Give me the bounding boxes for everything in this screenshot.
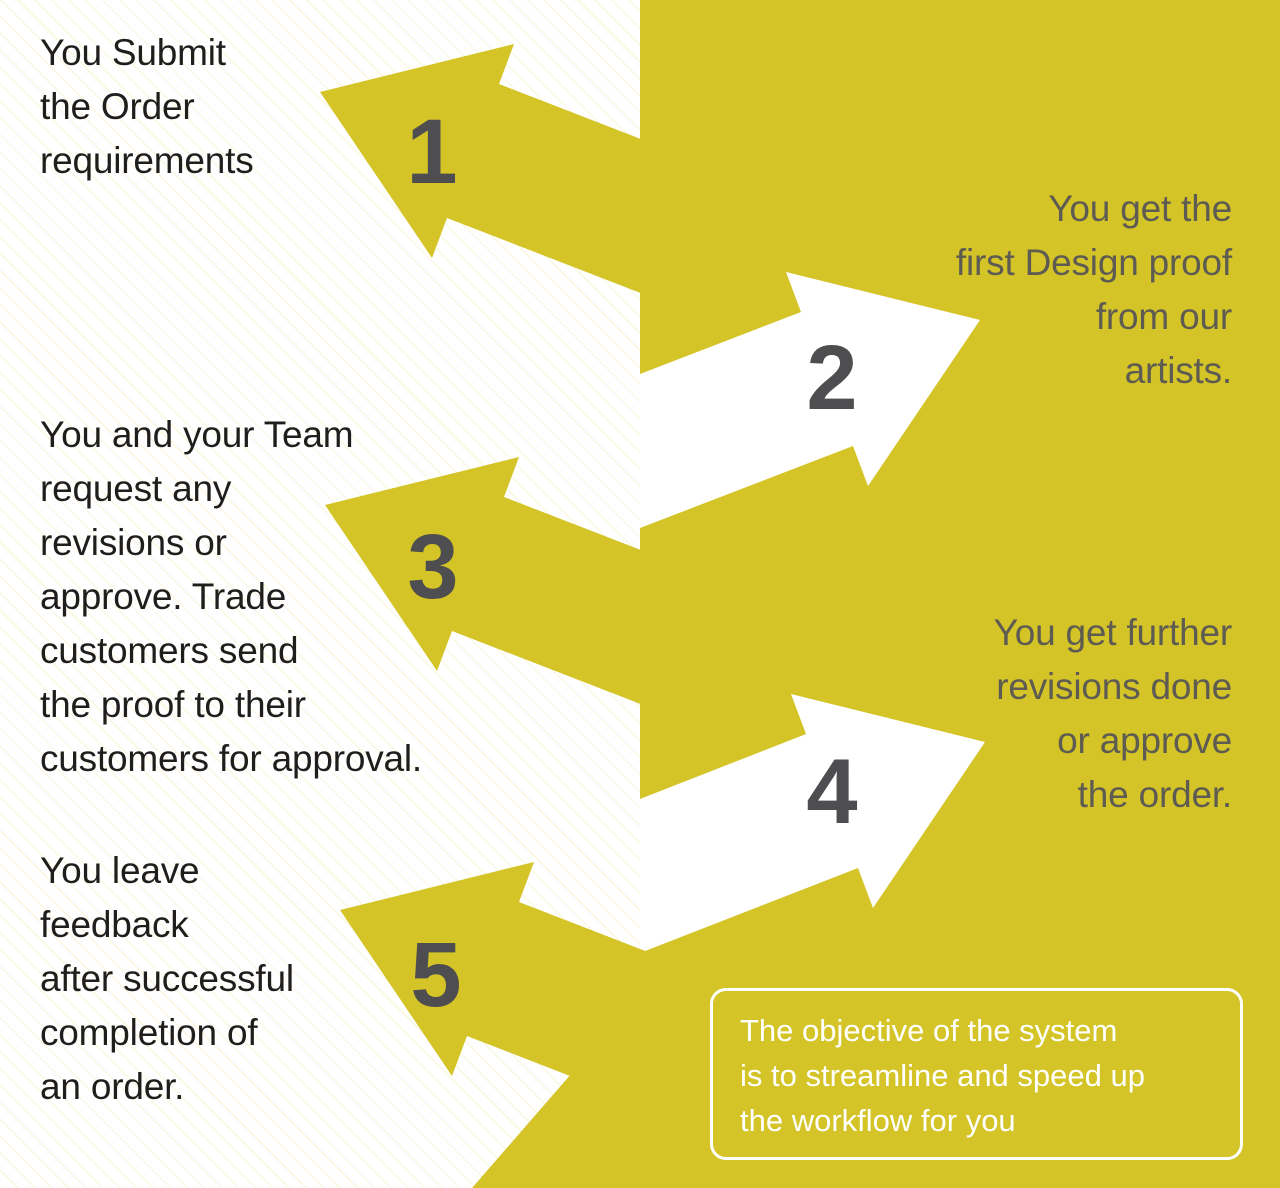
step-3-text-line: customers for approval. [40,738,423,779]
step-3-text-line: You and your Team [40,414,354,455]
step-3-text-line: customers send [40,630,299,671]
step-2-text-line: first Design proof [955,242,1232,283]
step-4-text: You get further revisions done or approv… [993,606,1233,822]
step-4-text-line: the order. [1077,774,1233,815]
step-1-arrow [320,44,713,301]
step-4-text-line: You get further [993,612,1233,653]
step-2-text: You get the first Design proof from our … [956,182,1232,398]
step-1-text-line: requirements [40,140,254,181]
step-5-text-line: feedback [40,904,189,945]
step-1-number: 1 [406,101,458,203]
step-5-text: You leave feedback after successful comp… [40,844,294,1114]
step-3-text-line: request any [40,468,232,509]
step-5-text-line: after successful [40,958,294,999]
step-3-text: You and your Team request any revisions … [40,408,422,786]
objective-box-line: is to streamline and speed up [740,1058,1145,1093]
step-2-arrow [640,272,980,528]
step-4-text-line: revisions done [996,666,1232,707]
step-5-text-line: an order. [40,1066,185,1107]
step-5-number: 5 [410,924,462,1026]
step-3-text-line: approve. Trade [40,576,287,617]
step-1-text-line: You Submit [40,32,226,73]
step-4-arrow [640,694,985,953]
objective-box-line: The objective of the system [740,1013,1118,1048]
objective-box-line: the workflow for you [740,1103,1016,1138]
step-4-text-line: or approve [1057,720,1232,761]
objective-box: The objective of the system is to stream… [710,988,1243,1160]
step-3-text-line: revisions or [40,522,227,563]
step-3-text-line: the proof to their [40,684,306,725]
step-1-text: You Submit the Order requirements [40,26,254,188]
step-3-number: 3 [407,516,459,618]
step-2-text-line: from our [1095,296,1232,337]
step-4-number: 4 [806,741,858,843]
step-5-text-line: You leave [40,850,200,891]
step-3-arrow [325,457,783,739]
step-5-text-line: completion of [40,1012,258,1053]
step-2-text-line: artists. [1124,350,1233,391]
ribbon-bottom-tail [472,1058,700,1188]
step-2-text-line: You get the [1048,188,1232,229]
step-1-text-line: the Order [40,86,195,127]
step-2-number: 2 [806,327,858,429]
